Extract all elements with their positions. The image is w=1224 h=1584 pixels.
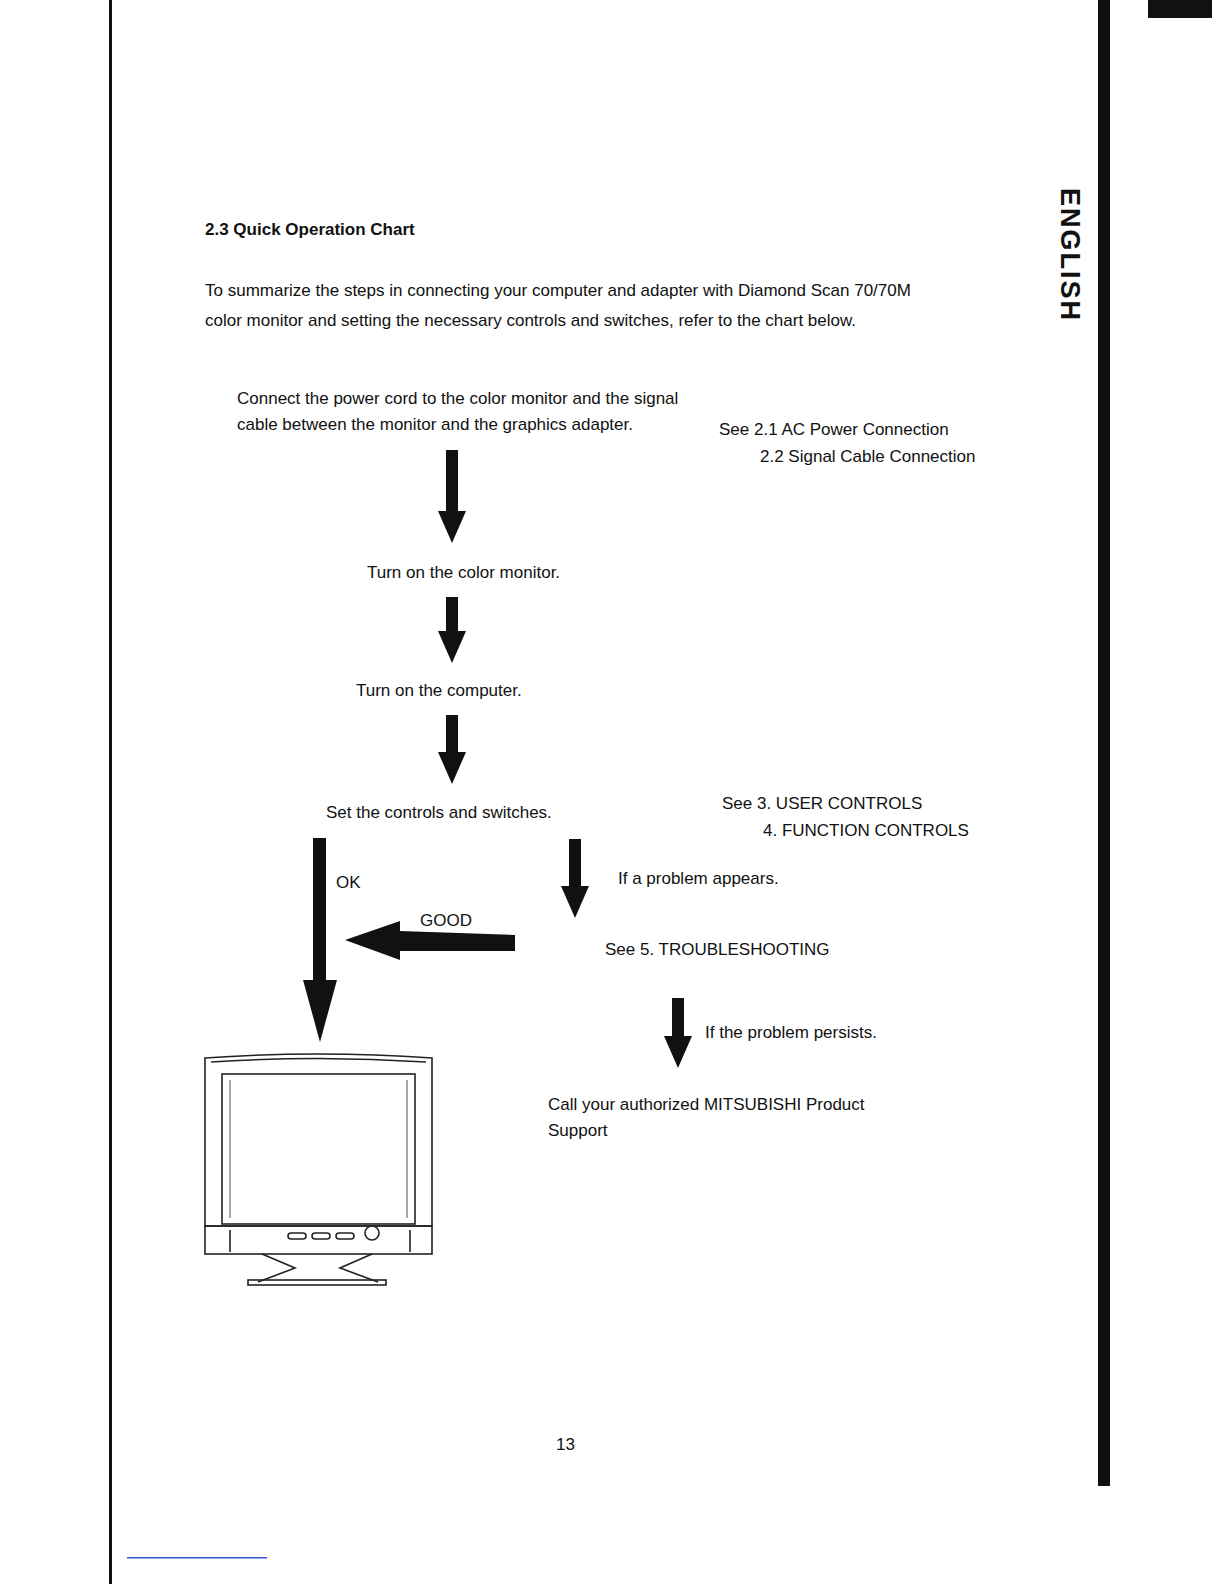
binding-line (109, 0, 112, 1584)
step-block: Connect the power cord to the color moni… (237, 386, 687, 438)
flow-arrow (664, 998, 692, 1068)
reference-note: 2.2 Signal Cable Connection (760, 445, 975, 469)
flow-arrow (438, 450, 466, 543)
page-number: 13 (556, 1433, 575, 1457)
flow-arrow (438, 597, 466, 663)
step-text: Connect the power cord to the color moni… (237, 386, 687, 438)
step-block: See 5. TROUBLESHOOTING (605, 938, 830, 962)
ok-arrow (303, 838, 337, 1042)
edge-label: If a problem appears. (618, 867, 779, 891)
step-block: Set the controls and switches. (326, 801, 552, 825)
edge-label: If the problem persists. (705, 1021, 877, 1045)
good-label: GOOD (420, 909, 472, 933)
reference-note: See 2.1 AC Power Connection (719, 418, 949, 442)
step-text: Call your authorized MITSUBISHI Product … (548, 1092, 913, 1144)
language-tab: ENGLISH (1058, 188, 1082, 322)
flow-arrow (561, 839, 589, 918)
step-block: Turn on the computer. (356, 679, 522, 703)
step-block: Call your authorized MITSUBISHI Product … (548, 1092, 913, 1144)
flow-arrow (438, 715, 466, 784)
ok-label: OK (336, 871, 361, 895)
corner-bar (1148, 0, 1212, 18)
step-text: Turn on the color monitor. (367, 561, 560, 585)
section-title: 2.3 Quick Operation Chart (205, 218, 415, 242)
reference-note: 4. FUNCTION CONTROLS (763, 819, 969, 843)
step-block: Turn on the color monitor. (367, 561, 560, 585)
step-text: Set the controls and switches. (326, 801, 552, 825)
bottom-rule (127, 1557, 267, 1559)
monitor-illustration (205, 1054, 432, 1285)
step-text: Turn on the computer. (356, 679, 522, 703)
step-text: See 5. TROUBLESHOOTING (605, 938, 830, 962)
edge-bar (1098, 0, 1110, 1486)
intro-paragraph: To summarize the steps in connecting you… (205, 276, 940, 336)
reference-note: See 3. USER CONTROLS (722, 792, 922, 816)
